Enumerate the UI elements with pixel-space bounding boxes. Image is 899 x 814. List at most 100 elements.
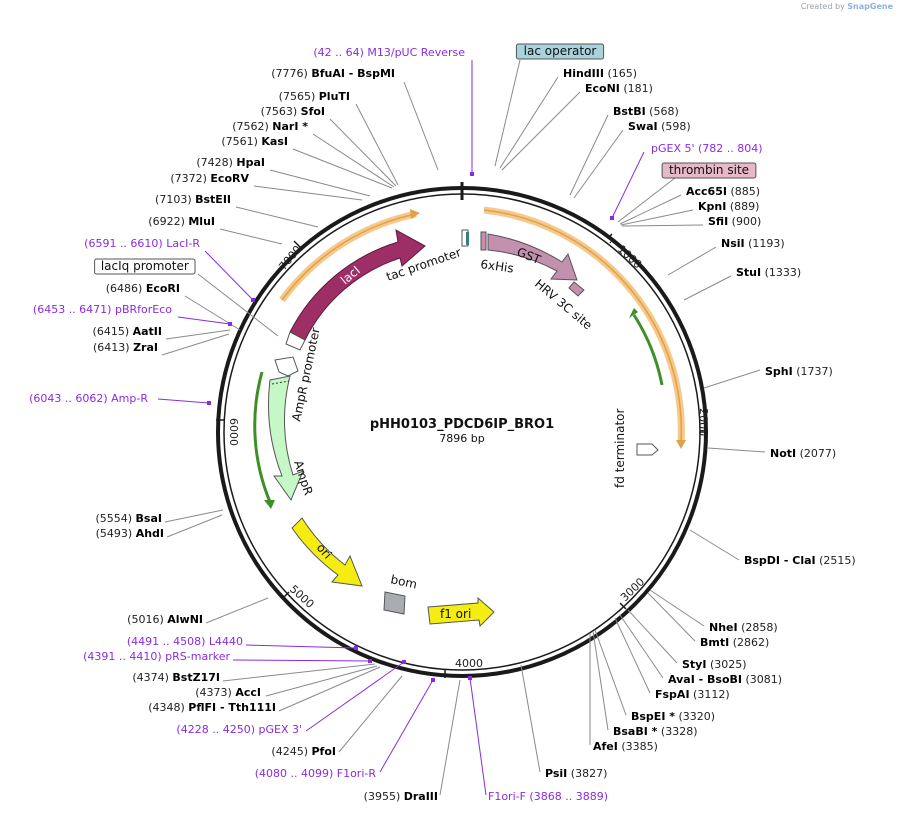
snapgene-logo: SnapGene <box>847 2 893 11</box>
label-pfoi[interactable]: (4245) PfoI <box>271 745 336 758</box>
label-l4440[interactable]: (4491 .. 4508) L4440 <box>127 635 243 648</box>
leader-bfuai <box>403 81 439 171</box>
label-acci[interactable]: (4373) AccI <box>195 686 261 699</box>
label-econi[interactable]: EcoNI (181) <box>585 82 653 95</box>
label-bmti[interactable]: BmtI (2862) <box>700 636 769 649</box>
label-pflfi[interactable]: (4348) PflFI - Tth111I <box>148 701 276 714</box>
label-amp-r[interactable]: (6043 .. 6062) Amp-R <box>29 392 148 405</box>
ampr-dotted-edge <box>271 380 290 385</box>
label-nhei[interactable]: NheI (2858) <box>709 621 778 634</box>
label-bfuai[interactable]: (7776) BfuAI - BspMI <box>271 67 395 80</box>
label-bsai[interactable]: (5554) BsaI <box>95 512 162 525</box>
label-pos: (5493) <box>96 527 136 540</box>
label-name: KpnI <box>698 200 726 213</box>
label-pos: (598) <box>658 120 691 133</box>
label-bsteii[interactable]: (7103) BstEII <box>155 193 231 206</box>
label-name2: - Tth111I <box>216 701 276 714</box>
label-aatii[interactable]: (6415) AatII <box>93 325 162 338</box>
label-swai[interactable]: SwaI (598) <box>628 120 691 133</box>
label-sfoi[interactable]: (7563) SfoI <box>261 105 325 118</box>
primer-site-f1ori-f <box>468 676 472 680</box>
label-acc65i[interactable]: Acc65I (885) <box>686 185 760 198</box>
label-laciq-promoter[interactable]: lacIq promoter <box>94 258 196 275</box>
label-text: (3955) DraIII <box>364 790 438 803</box>
label-nsii[interactable]: NsiI (1193) <box>721 237 785 250</box>
label-mlui[interactable]: (6922) MluI <box>148 215 215 228</box>
label-pos: (4374) <box>132 671 172 684</box>
label-pos: (3385) <box>618 740 658 753</box>
label-thrombin-site[interactable]: thrombin site <box>661 162 757 179</box>
label-noti[interactable]: NotI (2077) <box>770 447 836 460</box>
label-hpai[interactable]: (7428) HpaI <box>196 156 265 169</box>
label-pos: (4228 .. 4250) <box>176 723 258 736</box>
label-avai[interactable]: AvaI - BsoBI (3081) <box>668 673 782 686</box>
label-pgex-3-[interactable]: (4228 .. 4250) pGEX 3' <box>176 723 302 736</box>
ori-feature <box>291 517 363 587</box>
label-kpni[interactable]: KpnI (889) <box>698 200 759 213</box>
label-sphi[interactable]: SphI (1737) <box>765 365 833 378</box>
label-pgex-5-[interactable]: pGEX 5' (782 .. 804) <box>651 142 763 155</box>
label-bspei-[interactable]: BspEI * (3320) <box>631 710 715 723</box>
label-kasi[interactable]: (7561) KasI <box>221 135 288 148</box>
label-pos: (4391 .. 4410) <box>83 650 165 663</box>
label-text: (7561) KasI <box>221 135 288 148</box>
label-ecori[interactable]: (6486) EcoRI <box>106 282 180 295</box>
label-bsabi-[interactable]: BsaBI * (3328) <box>613 725 698 738</box>
label-pos: (900) <box>728 215 761 228</box>
label-laci-r[interactable]: (6591 .. 6610) LacI-R <box>84 237 200 250</box>
label-pos: (568) <box>646 105 679 118</box>
label-text: (6415) AatII <box>93 325 162 338</box>
leader-bstbi <box>569 114 609 196</box>
label-pos: (4373) <box>195 686 235 699</box>
label-afei[interactable]: AfeI (3385) <box>593 740 658 753</box>
label-text: (4391 .. 4410) pRS-marker <box>83 650 230 663</box>
label-f1ori-f[interactable]: F1ori-F (3868 .. 3889) <box>488 790 608 803</box>
label-name: EcoRV <box>210 172 249 185</box>
label-hindiii[interactable]: HindIII (165) <box>563 67 637 80</box>
label-pos: (885) <box>727 185 760 198</box>
label-fspai[interactable]: FspAI (3112) <box>655 688 730 701</box>
label-sfii[interactable]: SfiI (900) <box>708 215 761 228</box>
label-ahdi[interactable]: (5493) AhdI <box>96 527 164 540</box>
label-text: AfeI (3385) <box>593 740 658 753</box>
label-ecorv[interactable]: (7372) EcoRV <box>170 172 249 185</box>
label-pos: (6486) <box>106 282 146 295</box>
label-pos: (42 .. 64) <box>313 46 367 59</box>
label-bstbi[interactable]: BstBI (568) <box>613 105 679 118</box>
label-text: (7372) EcoRV <box>170 172 249 185</box>
label-stui[interactable]: StuI (1333) <box>736 266 801 279</box>
leader-f1ori-r <box>379 679 434 773</box>
leader-kpni <box>620 209 694 226</box>
label-pos: (3025) <box>706 658 746 671</box>
leader-pbrforeco <box>177 316 231 325</box>
label-alwni[interactable]: (5016) AlwNI <box>127 613 203 626</box>
label-f1ori-r[interactable]: (4080 .. 4099) F1ori-R <box>255 767 377 780</box>
label-nari-[interactable]: (7562) NarI * <box>232 120 308 133</box>
orf-gst-line <box>483 209 683 444</box>
tick-4000: 4000 <box>455 657 483 670</box>
label-name: BstBI <box>613 105 646 118</box>
fd-term-orf-arrow <box>632 314 664 386</box>
label-text: (5493) AhdI <box>96 527 164 540</box>
leader-bsteii <box>235 206 319 228</box>
label-bstz17i[interactable]: (4374) BstZ17I <box>132 671 220 684</box>
label-bspdi[interactable]: BspDI - ClaI (2515) <box>744 554 856 567</box>
label-name2: - BspMI <box>345 67 395 80</box>
label-name: SphI <box>765 365 793 378</box>
label-name: ZraI <box>133 341 158 354</box>
label-pluti[interactable]: (7565) PluTI <box>279 90 350 103</box>
leader-swai <box>573 129 624 199</box>
label-pbrforeco[interactable]: (6453 .. 6471) pBRforEco <box>33 303 172 316</box>
leader-kasi <box>292 148 393 189</box>
label-pos: (4245) <box>271 745 311 758</box>
label-m13-puc-reverse[interactable]: (42 .. 64) M13/pUC Reverse <box>313 46 465 59</box>
label-text: (6413) ZraI <box>93 341 158 354</box>
label-zrai[interactable]: (6413) ZraI <box>93 341 158 354</box>
label-prs-marker[interactable]: (4391 .. 4410) pRS-marker <box>83 650 230 663</box>
hrv-site-feature <box>568 281 585 297</box>
label-lac-operator[interactable]: lac operator <box>515 43 605 60</box>
label-styi[interactable]: StyI (3025) <box>682 658 747 671</box>
label-draiii[interactable]: (3955) DraIII <box>364 790 438 803</box>
label-psii[interactable]: PsiI (3827) <box>545 767 607 780</box>
primer-site-pbrforeco <box>228 322 232 326</box>
